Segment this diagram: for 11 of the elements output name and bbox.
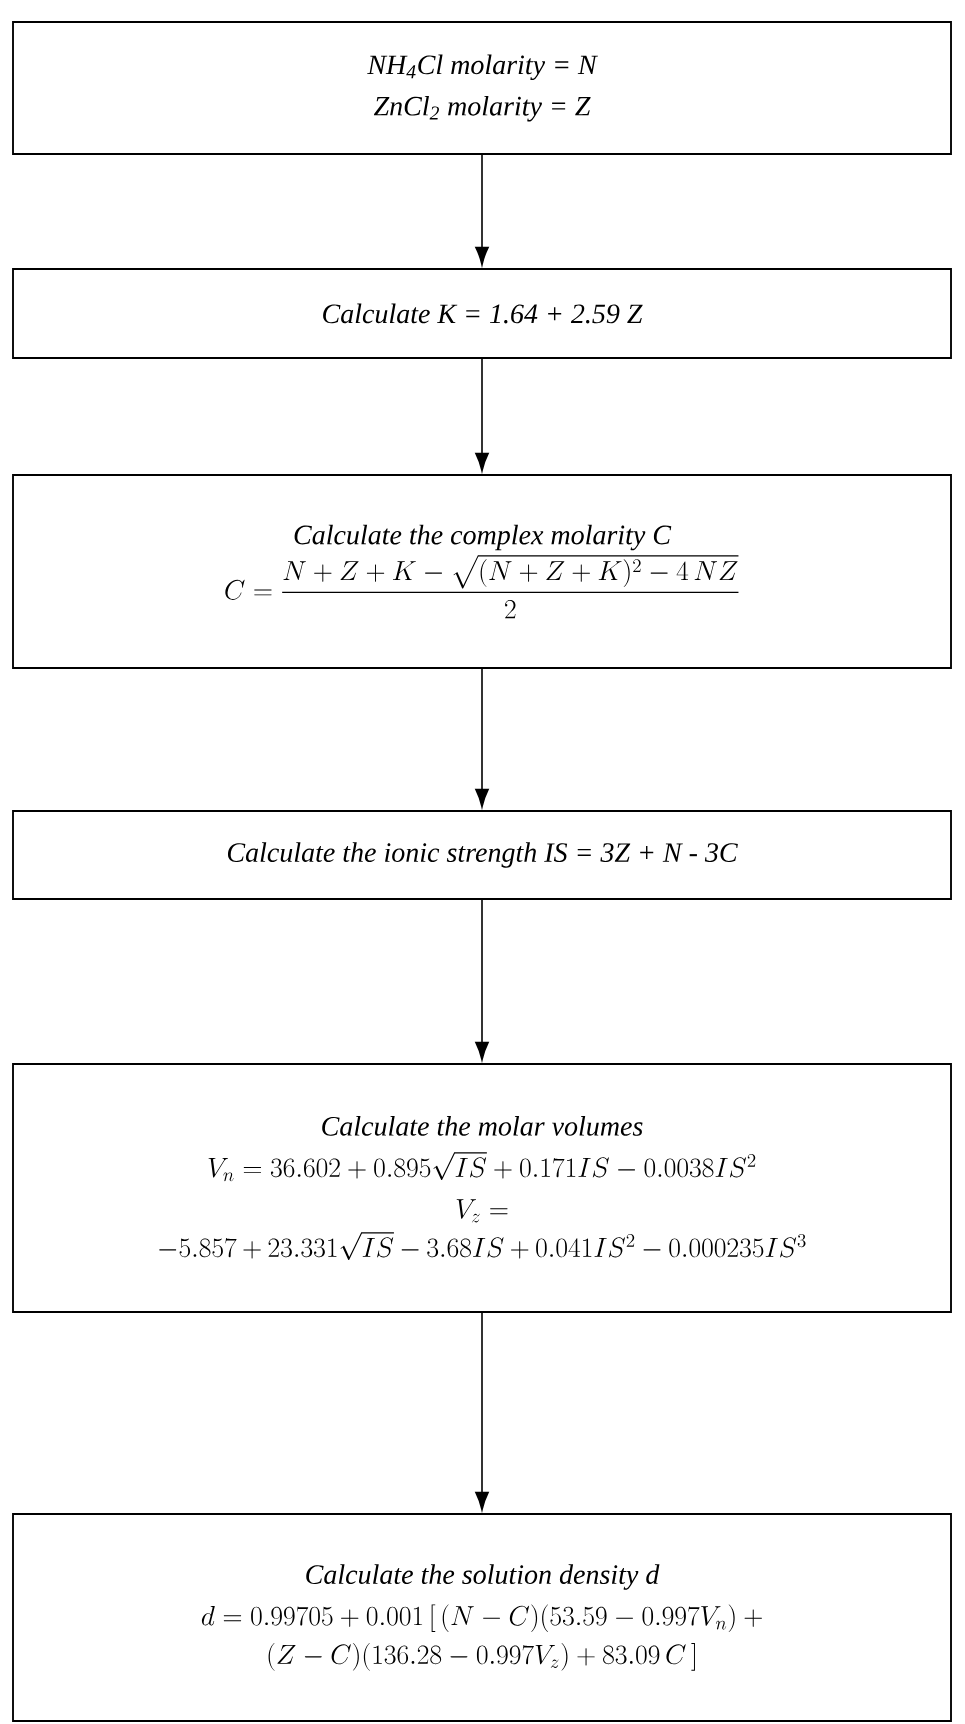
process-box: Calculate the molar volumes $V_{n} = 36.602 + 0.895\sqrt{IS} + 0.171IS - 0.0038IS^{2}$ $V_{z} = -5.857 + 23.331\sqrt{IS} - 3.68IS + 0.041IS^{2} - 0.000235IS^{3}$	[12, 1063, 952, 1313]
arrow	[475, 154, 489, 266]
process-box: Calculate the complex molarity C $C = \frac{N + Z + K - \sqrt{(N + Z + K)^{2} - 4\,NZ}}{2}$	[12, 474, 952, 669]
process-box: Calculate K = 1.64 + 2.59 Z	[12, 268, 952, 359]
process-box: Calculate the solution density d $d = 0.99705 + 0.001\,[\,(N - C)(53.59 - 0.997V_{n}) + (Z - C)(136.28 - 0.997V_{z}) + 83.09\,C\,]$	[12, 1513, 952, 1722]
arrow	[475, 899, 489, 1061]
arrow	[475, 358, 489, 472]
arrow	[475, 1312, 489, 1511]
process-box: Calculate the ionic strength IS = 3Z + N - 3C	[12, 810, 952, 900]
arrow	[475, 668, 489, 808]
process-box: NH$_{4}$Cl molarity = N ZnCl$_{2}$ molarity = Z	[12, 21, 952, 155]
